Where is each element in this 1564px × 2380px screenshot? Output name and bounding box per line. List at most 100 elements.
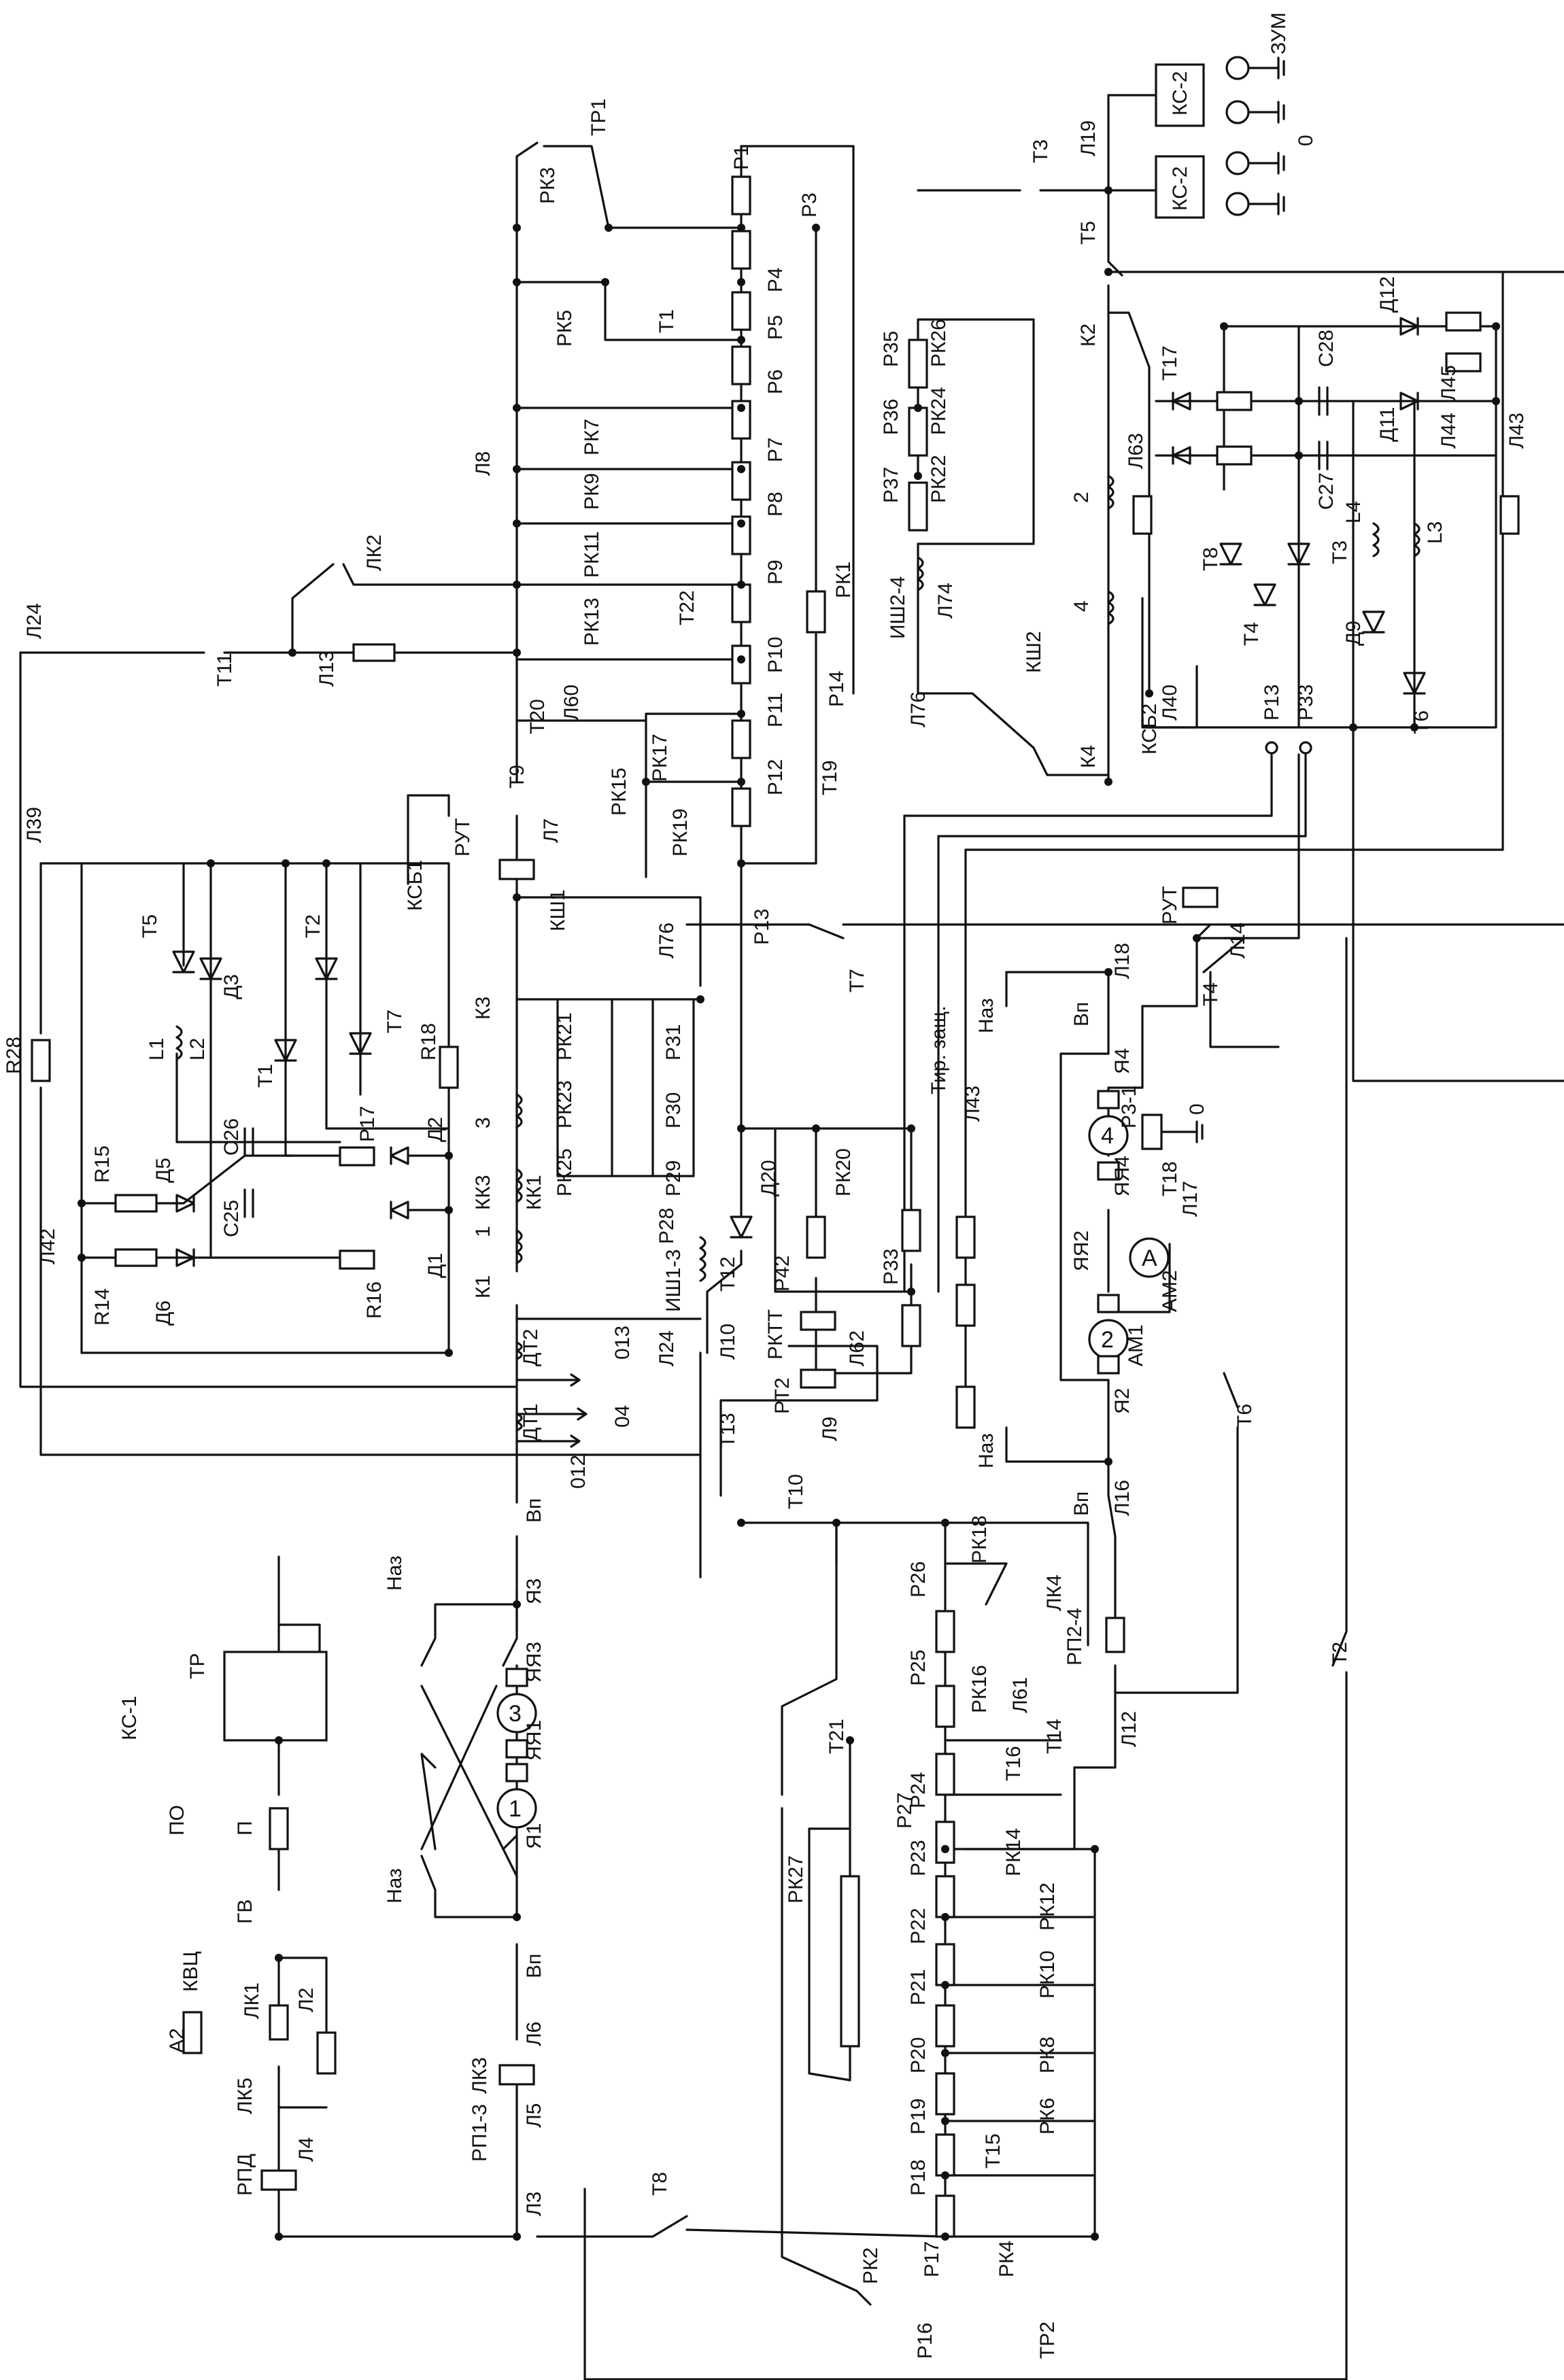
ammeter-label: А xyxy=(1142,1245,1157,1271)
label-l39: Л39 xyxy=(23,807,46,843)
label-t2: Т2 xyxy=(302,914,324,938)
label-tr2: ТР2 xyxy=(1036,2322,1059,2359)
label-r18: R18 xyxy=(418,1023,440,1060)
label-lk4: ЛК4 xyxy=(1043,1574,1066,1611)
label-four: 4 xyxy=(1070,600,1093,612)
label-r7: Р7 xyxy=(764,437,787,462)
label-lk2: ЛК2 xyxy=(363,534,386,571)
label-lk3: ЛК3 xyxy=(469,2057,491,2094)
motor-4-label: 4 xyxy=(1101,1123,1114,1149)
label-t19: Т19 xyxy=(819,760,841,795)
label-rk27: РК27 xyxy=(785,1855,807,1903)
label-r17: Р17 xyxy=(921,2241,943,2277)
label-yay1: ЯЯ1 xyxy=(523,1720,545,1761)
label-r24: Р24 xyxy=(907,1772,930,1808)
label-k4: К4 xyxy=(1077,745,1100,768)
label-zero1: 0 xyxy=(1295,135,1317,146)
label-l6: Л6 xyxy=(523,2022,545,2046)
label-l7: Л7 xyxy=(540,818,562,843)
label-r14b: Р14 xyxy=(826,671,848,707)
label-zum: ЗУМ xyxy=(1268,12,1290,54)
label-r21: Р21 xyxy=(907,1969,930,2005)
label-l14: Л14 xyxy=(1227,922,1249,959)
label-t3: Т3 xyxy=(1030,139,1052,163)
label-t5b: Т5 xyxy=(1077,221,1100,245)
label-t7b: Т7 xyxy=(846,969,868,993)
label-d9: Д9 xyxy=(1342,621,1365,646)
diagram-labels: КС-1 ТР ПО П ГВ КВЦ А2 ЛК1 Л2 ЛК5 РПД Л4… xyxy=(3,12,1528,2359)
label-r5: Р5 xyxy=(764,315,787,340)
label-rktt: РКТТ xyxy=(764,1309,787,1360)
label-rk8: РК8 xyxy=(1036,2037,1059,2073)
label-r33: Р33 xyxy=(880,1249,902,1285)
label-rk9: РК9 xyxy=(581,473,603,510)
capacitors xyxy=(243,386,1329,1218)
label-l8: Л8 xyxy=(472,451,494,476)
label-vp1: Вп xyxy=(523,1498,545,1523)
label-r23: Р23 xyxy=(907,1840,930,1876)
label-l62: Л62 xyxy=(846,1330,868,1366)
label-l17: Л17 xyxy=(1179,1181,1202,1217)
label-r3: Р3 xyxy=(798,192,821,218)
semiconductors xyxy=(172,317,1426,1267)
label-t5: Т5 xyxy=(139,914,161,938)
label-r30: Р30 xyxy=(662,1092,685,1128)
label-rut1: РУТ xyxy=(452,818,474,857)
label-l61: Л61 xyxy=(1009,1677,1032,1713)
label-r28: R28 xyxy=(3,1037,25,1074)
label-ks2a: КС-2 xyxy=(1169,71,1191,116)
label-r25: Р25 xyxy=(907,1650,930,1686)
label-t13: Т13 xyxy=(717,1413,739,1448)
label-t6b: Т6 xyxy=(1410,710,1433,734)
label-l3c: L3 xyxy=(1424,521,1446,544)
label-l16: Л16 xyxy=(1111,1480,1134,1516)
relay-coils xyxy=(223,63,1219,2191)
label-l40: Л40 xyxy=(1159,685,1181,721)
label-rk14: РК14 xyxy=(1002,1828,1025,1876)
label-l45: Л45 xyxy=(1438,365,1460,401)
label-rk24: РК24 xyxy=(928,387,950,435)
label-t9: Т9 xyxy=(506,765,528,789)
label-r15: R15 xyxy=(91,1145,114,1183)
label-r10: Р10 xyxy=(764,637,787,673)
label-r13: Р13 xyxy=(751,909,773,945)
label-rp24: РП2-4 xyxy=(1064,1608,1086,1666)
coils xyxy=(175,475,1421,1432)
label-rut2: РУТ xyxy=(1159,886,1181,925)
label-c27: C27 xyxy=(1315,472,1338,510)
label-t17: Т17 xyxy=(1159,345,1181,381)
label-t10: Т10 xyxy=(785,1474,807,1509)
label-rk5: РК5 xyxy=(554,310,576,347)
label-l10: Л10 xyxy=(717,1324,739,1360)
label-d20: Д20 xyxy=(758,1160,780,1196)
label-zero2: 0 xyxy=(1186,1103,1208,1115)
label-r1: Р1 xyxy=(730,145,753,170)
label-r42: Р42 xyxy=(771,1256,794,1292)
label-c26: C26 xyxy=(220,1118,243,1156)
label-l42: Л42 xyxy=(37,1228,59,1264)
label-nas2: Наз xyxy=(384,1868,406,1903)
label-t14: Т14 xyxy=(1043,1719,1066,1754)
label-nas3: Наз xyxy=(975,998,998,1033)
label-dt1: ДТ1 xyxy=(520,1404,542,1441)
label-k3: К3 xyxy=(472,997,494,1020)
label-nas4: Наз xyxy=(975,1433,998,1468)
label-r16b: Р16 xyxy=(914,2323,936,2359)
label-p: П xyxy=(234,1821,256,1835)
label-k2: К2 xyxy=(1077,324,1100,347)
label-l63: Л63 xyxy=(1125,433,1147,469)
label-l13: Л13 xyxy=(316,651,338,687)
label-r27: Р27 xyxy=(894,1793,916,1829)
label-rk16: РК16 xyxy=(968,1665,991,1713)
label-ksh1: КШ1 xyxy=(547,889,569,931)
label-l74: Л74 xyxy=(934,583,957,619)
label-kvc: КВЦ xyxy=(180,1951,202,1992)
label-rk10: РК10 xyxy=(1036,1950,1059,1999)
label-vp4: Вп xyxy=(1070,1491,1093,1516)
label-t11: Т11 xyxy=(214,653,236,687)
label-r13b: Р13 xyxy=(1261,685,1283,721)
label-t15: Т15 xyxy=(982,2133,1004,2169)
label-l18: Л18 xyxy=(1111,943,1134,979)
label-t8b: Т8 xyxy=(1200,547,1222,571)
label-t3b: Т3 xyxy=(1329,540,1351,564)
